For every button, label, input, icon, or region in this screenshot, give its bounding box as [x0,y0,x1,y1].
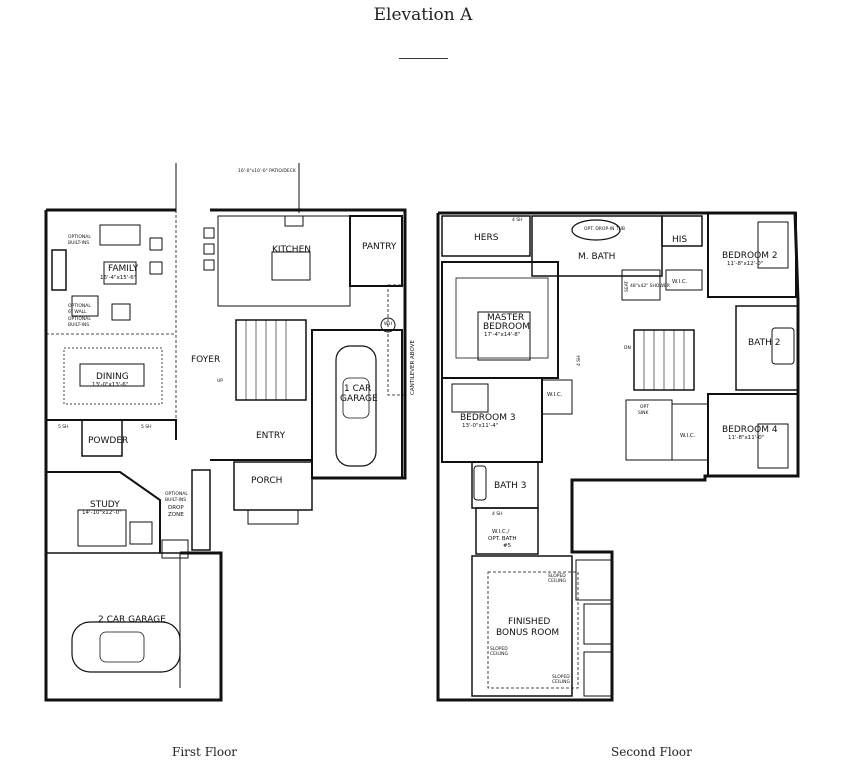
drop-zone-label: BUILT-INS [165,497,186,503]
master-bath-label: M. BATH [578,252,615,262]
optional-builtins-label: OPTIONAL [68,234,91,240]
family-label: FAMILY [108,264,139,274]
hers-closet-label: HERS [474,233,499,243]
bedroom-2-dimensions: 11'-8"x12'-0" [727,261,763,267]
drop-zone-label: DROP [168,505,184,511]
sloped-ceiling-label: SLOPED [552,674,570,680]
wic-opt-bath-label: #5 [503,543,512,549]
bedroom-3-dimensions: 13'-0"x11'-4" [462,423,498,429]
stairs-down-label: DN [624,345,631,351]
bonus-room-label: BONUS ROOM [496,628,559,638]
pantry-label: PANTRY [362,242,397,252]
shelf-label: 4 SH [576,355,582,366]
stairs-up-label: UP [217,378,223,384]
entry-label: ENTRY [256,431,286,441]
cantilever-label: CANTILEVER ABOVE [410,340,416,395]
study-dimensions: 14'-10"x12'-0" [82,510,122,516]
optional-builtins-label: OPTIONAL [68,316,91,322]
optional-builtins-label: BUILT-INS [68,240,89,246]
garage-1-label: 1 CAR [344,384,371,394]
garage-2-label: 2 CAR GARAGE [98,615,166,625]
second-floor-plan [436,211,800,702]
dining-dimensions: 13'-0"x13'-6" [92,382,128,388]
bedroom-2-label: BEDROOM 2 [722,251,778,261]
shelf-label: 4 SH [492,511,503,517]
wic-label: W.I.C. [680,433,696,439]
sloped-ceiling-label: SLOPED [548,573,566,579]
wic-opt-bath-label: OPT. BATH [488,536,516,542]
bath-2-label: BATH 2 [748,338,780,348]
study-label: STUDY [90,500,120,510]
his-closet-label: HIS [672,235,687,245]
second-floor-caption: Second Floor [611,745,692,759]
seat-label: SEAT [624,281,630,292]
bath-3-label: BATH 3 [494,481,526,491]
optional-builtins-label: BUILT-INS [68,322,89,328]
powder-label: POWDER [88,436,128,446]
shelf-label: 5 SH [141,424,152,430]
wic-label: W.I.C. [672,279,688,285]
dining-label: DINING [96,372,129,382]
optional-wall-label: 6" WALL [68,309,87,315]
master-bedroom-label: BEDROOM [483,322,530,332]
opt-sink-label: OPT [640,404,649,410]
sloped-ceiling-label: SLOPED [490,646,508,652]
shelf-label: 5 SH [58,424,69,430]
sloped-ceiling-label: CEILING [548,578,567,584]
title-divider [399,58,448,59]
bedroom-3-label: BEDROOM 3 [460,413,516,423]
shower-label: 48"x42" SHOWER [630,283,670,289]
patio-label: 16'-0"x10'-0" PATIO/DECK [238,168,297,174]
first-floor-plan [44,163,407,702]
master-bedroom-dimensions: 17'-4"x14'-8" [484,332,520,338]
garage-1-label: GARAGE [340,394,378,404]
sloped-ceiling-label: CEILING [490,651,509,657]
drop-zone-label: OPTIONAL [165,491,188,497]
wic-label: W.I.C. [547,392,563,398]
drop-zone-label: ZONE [168,512,184,518]
bonus-room-label: FINISHED [508,617,550,627]
family-dimensions: 16'-4"x15'-6" [100,275,136,281]
first-floor-caption: First Floor [172,745,238,759]
porch-label: PORCH [251,476,282,486]
sloped-ceiling-label: CEILING [552,679,571,685]
kitchen-label: KITCHEN [272,245,311,255]
bedroom-4-label: BEDROOM 4 [722,425,778,435]
optional-wall-label: OPTIONAL [68,303,91,309]
bedroom-4-dimensions: 11'-8"x11'-0" [728,435,764,441]
shelf-label: 4 SH [512,217,523,223]
tub-label: OPT. DROP-IN TUB [584,226,625,232]
wic-opt-bath-label: W.I.C./ [492,529,510,535]
foyer-label: FOYER [191,355,220,365]
opt-sink-label: SINK [638,410,650,416]
page-title: Elevation A [373,5,473,25]
water-heater-label: WH [384,321,392,327]
master-bedroom-label: MASTER [487,313,524,323]
